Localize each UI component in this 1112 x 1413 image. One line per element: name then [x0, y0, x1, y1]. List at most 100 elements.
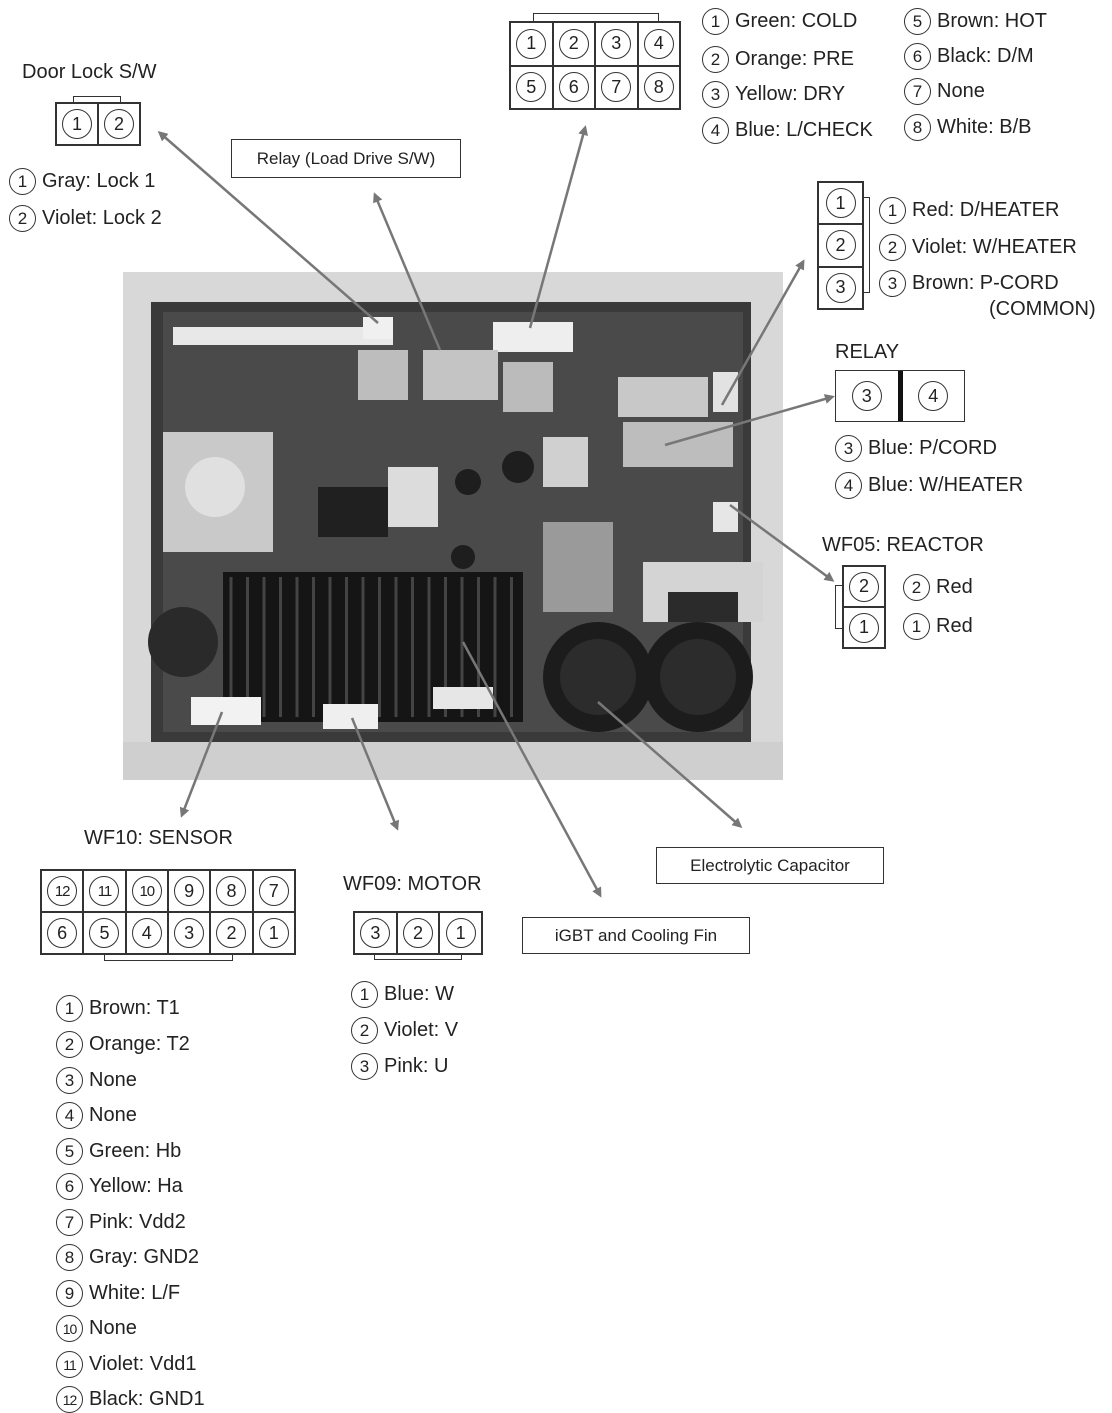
motor-connector-photo: [323, 704, 378, 729]
pin-number-badge: 3: [351, 1053, 378, 1080]
pin-number-badge: 2: [56, 1031, 83, 1058]
motor-legend-item: 2 Violet: V: [351, 1017, 458, 1044]
pin-6: 6: [47, 918, 78, 948]
pin-number-badge: 3: [835, 435, 862, 462]
reactor-title: WF05: REACTOR: [822, 534, 984, 556]
arrow-relay: [664, 394, 835, 447]
top-legend-text: Brown: HOT: [937, 10, 1048, 32]
heater-legend-text: Red: D/HEATER: [912, 199, 1060, 221]
pin-3: 3: [174, 918, 205, 948]
heater-legend-text: Violet: W/HEATER: [912, 236, 1077, 258]
reactor-legend-text: Red: [936, 615, 973, 637]
heater-legend-text: Brown: P-CORD: [912, 272, 1059, 294]
pin-number-badge: 8: [904, 114, 931, 141]
motor-legend-text: Blue: W: [384, 983, 455, 1005]
pin-1: 1: [825, 188, 856, 219]
pin-3: 3: [825, 272, 856, 303]
reactor-legend-text: Red: [936, 576, 973, 598]
door-lock-legend-item: 2 Violet: Lock 2: [9, 205, 162, 232]
top-legend-text: Orange: PRE: [735, 48, 854, 70]
reactor-legend-item: 2 Red: [903, 574, 973, 601]
sensor-title: WF10: SENSOR: [84, 827, 233, 849]
pin-4: 4: [131, 918, 162, 948]
door-lock-legend-text: Violet: Lock 2: [42, 207, 162, 229]
door-lock-legend-text: Gray: Lock 1: [42, 170, 156, 192]
arrow-igbt: [461, 641, 602, 898]
pin-number-badge: 4: [702, 117, 729, 144]
arrow-sensor: [179, 711, 224, 818]
pin-number-badge: 2: [879, 234, 906, 261]
top-connector-photo: [493, 322, 573, 352]
pin-number-badge: 10: [56, 1315, 83, 1342]
sensor-legend-text: Yellow: Ha: [89, 1175, 183, 1197]
pin-number-badge: 2: [903, 574, 930, 601]
pin-number-badge: 5: [904, 8, 931, 35]
top-legend-text: Black: D/M: [937, 45, 1034, 67]
pin-number-badge: 11: [56, 1351, 83, 1378]
pin-2: 2: [216, 918, 247, 948]
sensor-legend-item: 2 Orange: T2: [56, 1031, 190, 1058]
pin-1: 1: [516, 28, 547, 59]
pcb-board-photo: [123, 272, 783, 780]
arrow-heater-connector: [720, 259, 805, 406]
sensor-legend-text: None: [89, 1317, 137, 1339]
pin-number-badge: 3: [879, 270, 906, 297]
sensor-legend-text: Pink: Vdd2: [89, 1211, 186, 1233]
pin-4: 4: [643, 28, 674, 59]
door-lock-title: Door Lock S/W: [22, 61, 157, 83]
relay-load-drive-label: Relay (Load Drive S/W): [231, 139, 461, 178]
pin-number-badge: 6: [56, 1173, 83, 1200]
pin-8: 8: [216, 876, 247, 906]
pin-number-badge: 2: [9, 205, 36, 232]
pin-12: 12: [47, 876, 78, 906]
pin-1: 1: [849, 612, 879, 643]
door-lock-connector-photo: [363, 317, 393, 339]
pin-6: 6: [558, 72, 589, 103]
pin-number-badge: 8: [56, 1244, 83, 1271]
sensor-legend-text: White: L/F: [89, 1282, 181, 1304]
pin-3: 3: [360, 918, 391, 948]
pin-number-badge: 1: [903, 613, 930, 640]
pin-5: 5: [516, 72, 547, 103]
motor-legend-text: Violet: V: [384, 1019, 459, 1041]
sensor-legend-item: 7 Pink: Vdd2: [56, 1209, 186, 1236]
pin-number-badge: 7: [56, 1209, 83, 1236]
sensor-connector-photo: [191, 697, 261, 725]
top-legend-text: Yellow: DRY: [735, 83, 846, 105]
pin-number-badge: 1: [879, 197, 906, 224]
pin-number-badge: 4: [56, 1102, 83, 1129]
sensor-legend-text: Black: GND1: [89, 1388, 205, 1410]
transformer: [543, 522, 613, 612]
pin-5: 5: [89, 918, 120, 948]
pin-8: 8: [643, 72, 674, 103]
pin-1: 1: [62, 109, 92, 139]
pin-number-badge: 7: [904, 78, 931, 105]
relay-title: RELAY: [835, 341, 900, 363]
pin-number-badge: 2: [702, 46, 729, 73]
sensor-legend-text: None: [89, 1069, 137, 1091]
electrolytic-capacitor-label: Electrolytic Capacitor: [656, 847, 884, 884]
top-connector-key: [533, 13, 659, 23]
motor-connector-key: [374, 953, 462, 960]
arrow-reactor: [729, 503, 835, 582]
sensor-legend-text: Gray: GND2: [89, 1246, 200, 1268]
arrow-top-connector: [528, 125, 588, 329]
pin-7: 7: [258, 876, 289, 906]
arrow-door-lock: [157, 131, 379, 324]
sensor-legend-text: Orange: T2: [89, 1033, 190, 1055]
pin-number-badge: 2: [351, 1017, 378, 1044]
sensor-connector: 12 11 10 9 8 7 6 5 4 3 2 1: [40, 869, 296, 955]
